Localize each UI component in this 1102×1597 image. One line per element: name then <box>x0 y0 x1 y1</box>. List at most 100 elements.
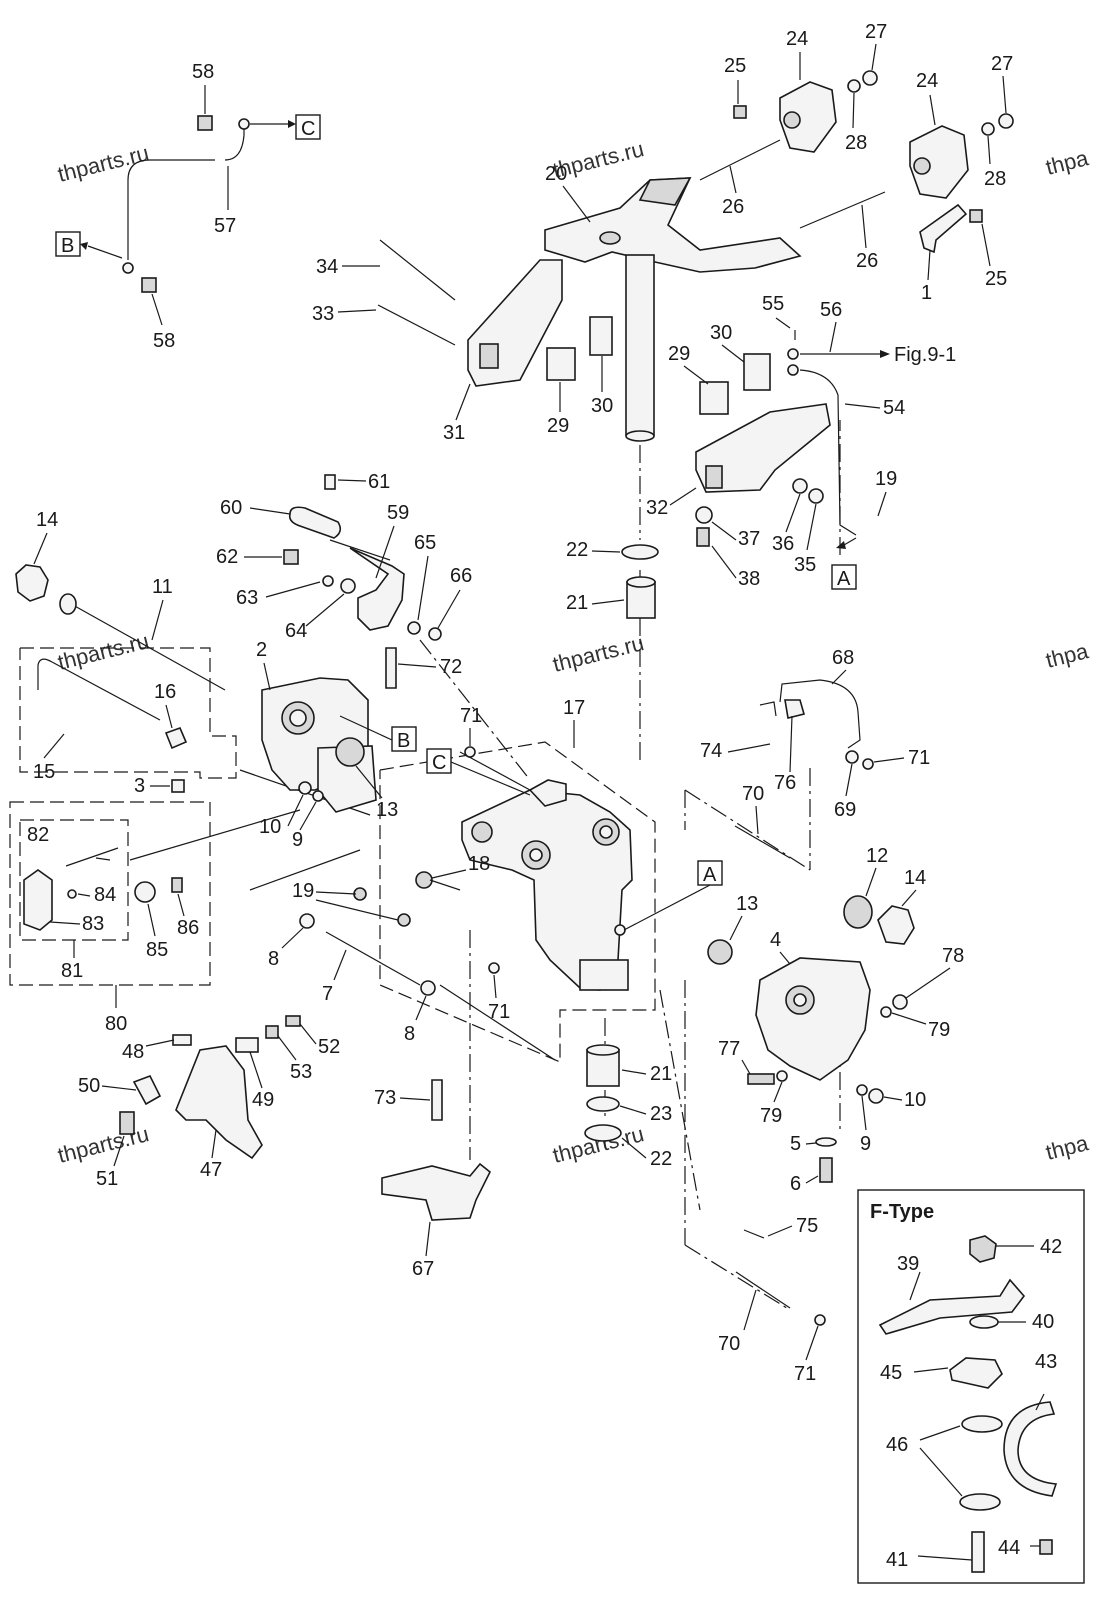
washer-71-right <box>862 758 874 770</box>
part-label-69: 69 <box>834 799 856 821</box>
part-label-8-left: 8 <box>268 948 279 970</box>
part-label-48: 48 <box>122 1041 144 1063</box>
ground-cable-57-end <box>224 125 245 161</box>
lever-39 <box>878 1278 1026 1335</box>
bolt-38 <box>696 527 710 547</box>
part-label-47: 47 <box>200 1159 222 1181</box>
part-label-73: 73 <box>374 1087 396 1109</box>
bolt-58-bottom <box>141 277 157 293</box>
part-label-14-right: 14 <box>904 867 926 889</box>
nut-14-right <box>877 905 915 945</box>
part-label-5: 5 <box>790 1133 801 1155</box>
bolt-25-left <box>733 105 747 119</box>
stud-41 <box>971 1531 985 1573</box>
part-label-8-right: 8 <box>404 1023 415 1045</box>
steering-bracket-20 <box>544 177 802 442</box>
plate-50 <box>132 1074 162 1106</box>
callout-box-b-mid <box>391 726 417 752</box>
part-label-19-mid: 19 <box>292 880 314 902</box>
spring-74 <box>759 701 777 717</box>
part-label-57: 57 <box>214 215 236 237</box>
pin-18 <box>415 871 433 889</box>
part-label-27-left: 27 <box>865 21 887 43</box>
spacer-30-left <box>589 316 613 356</box>
washer-37 <box>695 506 713 524</box>
part-label-52: 52 <box>318 1036 340 1058</box>
part-label-56: 56 <box>820 299 842 321</box>
tilt-pin-13-right <box>707 939 733 965</box>
part-label-29-left: 29 <box>547 415 569 437</box>
cable-terminal-top <box>238 118 250 130</box>
part-label-74: 74 <box>700 740 722 762</box>
part-label-1: 1 <box>921 282 932 304</box>
part-label-42: 42 <box>1040 1236 1062 1258</box>
lever-59 <box>349 547 405 631</box>
swivel-bracket-17 <box>353 746 633 991</box>
nut-66 <box>428 627 442 641</box>
callout-c-mid: C <box>432 752 446 774</box>
side-plate-32 <box>695 403 831 493</box>
washer-28-right <box>981 122 995 136</box>
callout-b-top: B <box>61 235 74 257</box>
part-label-83: 83 <box>82 913 104 935</box>
knob-85 <box>134 881 156 903</box>
part-label-30-left: 30 <box>591 395 613 417</box>
lever-83 <box>23 869 53 931</box>
washer-5 <box>815 1137 837 1147</box>
part-label-38: 38 <box>738 568 760 590</box>
part-label-31: 31 <box>443 422 465 444</box>
part-label-59: 59 <box>387 502 409 524</box>
callout-box-c-mid <box>426 748 452 774</box>
part-label-20: 20 <box>545 163 567 185</box>
part-label-80: 80 <box>105 1013 127 1035</box>
part-number-labels: 58 57 58 25 24 27 28 24 27 28 20 26 26 1… <box>27 21 1062 1571</box>
part-label-40: 40 <box>1032 1311 1054 1333</box>
part-label-58-top: 58 <box>192 61 214 83</box>
part-label-15: 15 <box>33 761 55 783</box>
part-label-10-left: 10 <box>259 816 281 838</box>
plate-3 <box>171 779 185 793</box>
rod-70-lower <box>735 1271 791 1309</box>
bolt-6 <box>819 1157 833 1183</box>
part-label-16: 16 <box>154 681 176 703</box>
spacer-29-left <box>546 347 576 381</box>
connector-lines <box>129 420 841 1311</box>
nut-14-left <box>15 564 49 602</box>
part-label-4: 4 <box>770 929 781 951</box>
part-label-12: 12 <box>866 845 888 867</box>
part-label-79-right: 79 <box>928 1019 950 1041</box>
part-label-2: 2 <box>256 639 267 661</box>
right-clamp-bracket-4 <box>707 895 915 1183</box>
pin-75 <box>743 1229 765 1239</box>
part-label-63: 63 <box>236 587 258 609</box>
bolt-82 <box>65 847 119 867</box>
part-label-6: 6 <box>790 1173 801 1195</box>
callout-a-center: A <box>703 864 717 886</box>
part-label-22-bottom: 22 <box>650 1148 672 1170</box>
plate-1 <box>919 203 968 254</box>
nut-27-right <box>998 113 1014 129</box>
part-label-34: 34 <box>316 256 338 278</box>
part-label-86: 86 <box>177 917 199 939</box>
part-label-70-bottom: 70 <box>718 1333 740 1355</box>
washer-46-top <box>961 1415 1003 1433</box>
fig-reference: Fig.9-1 <box>894 344 956 366</box>
tilt-lock-parts <box>734 679 874 1326</box>
part-label-10-right: 10 <box>904 1089 926 1111</box>
part-label-62: 62 <box>216 546 238 568</box>
pin-61 <box>324 474 336 490</box>
bolt-44 <box>1039 1539 1053 1555</box>
part-label-67: 67 <box>412 1258 434 1280</box>
spring-73 <box>431 1079 443 1121</box>
part-label-81: 81 <box>61 960 83 982</box>
tilt-pin-13-left <box>335 737 365 767</box>
part-label-33: 33 <box>312 303 334 325</box>
part-label-82: 82 <box>27 824 49 846</box>
hook-68 <box>779 679 861 749</box>
o-ring-23 <box>586 1096 620 1112</box>
part-label-39: 39 <box>897 1253 919 1275</box>
part-label-45: 45 <box>880 1362 902 1384</box>
washer-36 <box>792 478 808 494</box>
part-label-22-top: 22 <box>566 539 588 561</box>
nut-10-right <box>868 1088 884 1104</box>
